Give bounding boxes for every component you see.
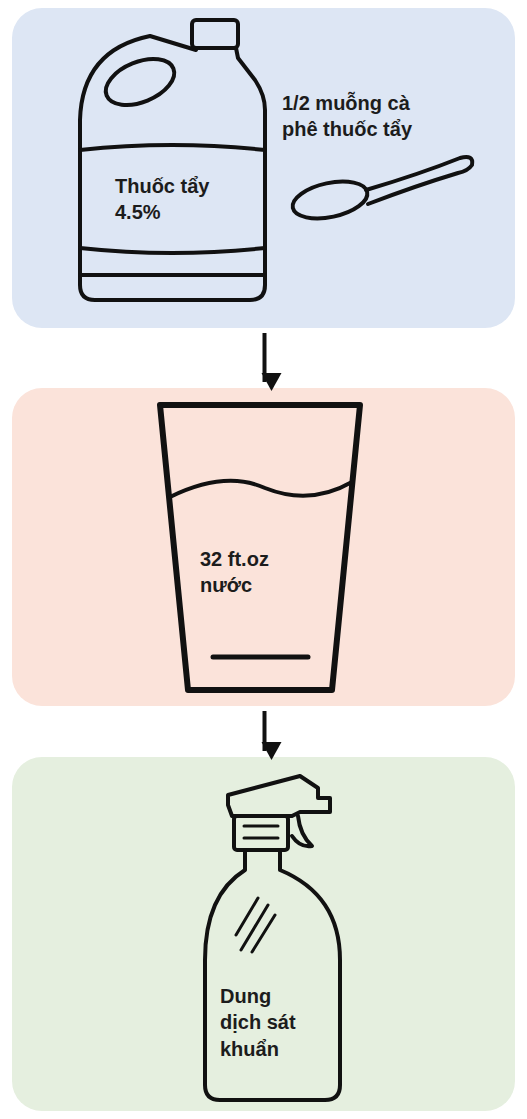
flow-arrow — [263, 333, 267, 382]
step-panel: 32 ft.oz nước — [12, 388, 515, 706]
step-label: Dung dịch sát khuẩn — [220, 983, 310, 1062]
step-label: Thuốc tẩy 4.5% — [115, 173, 233, 226]
flow-arrow — [263, 711, 267, 751]
step-label: 1/2 muỗng cà phê thuốc tẩy — [282, 90, 450, 143]
step-panel: Thuốc tẩy 4.5% 1/2 muỗng cà phê thuốc tẩy — [12, 8, 515, 328]
step-label: 32 ft.oz nước — [200, 546, 300, 599]
step-panel: Dung dịch sát khuẩn — [12, 757, 515, 1111]
